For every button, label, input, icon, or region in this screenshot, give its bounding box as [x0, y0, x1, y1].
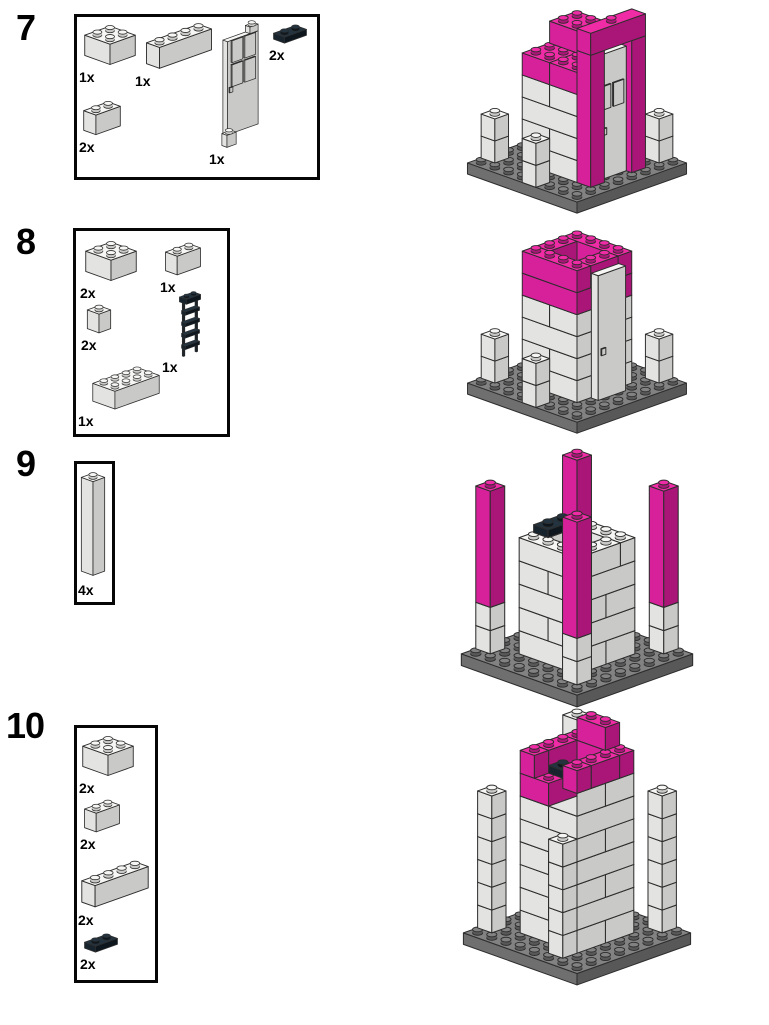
brick-1x2-icon — [83, 100, 121, 136]
part-brick-1x2: 2x — [79, 97, 125, 154]
part-brick-2x4: 1x — [78, 363, 174, 428]
part-quantity: 1x — [79, 69, 95, 85]
part-quantity: 1x — [78, 413, 94, 429]
step-8-parts-box: 2x 1x 2x 1x 1x — [73, 228, 230, 437]
part-quantity: 2x — [79, 139, 95, 155]
brick-2x2-icon — [82, 736, 134, 776]
column-1x1x5-icon — [80, 472, 106, 576]
step-9-model-render — [460, 448, 694, 708]
step-9-number: 9 — [16, 443, 36, 484]
part-brick-1x4: 1x — [135, 19, 223, 88]
part-brick-1x1: 2x — [81, 301, 117, 352]
step-10-number: 10 — [6, 705, 45, 746]
step-10-parts-box: 2x 2x 2x 2x — [74, 725, 158, 983]
part-quantity: 2x — [80, 956, 96, 972]
part-brick-2x2: 1x — [79, 21, 141, 84]
brick-1x2-icon — [84, 799, 120, 833]
part-quantity: 1x — [160, 279, 176, 295]
step-9-parts-box: 4x — [74, 461, 115, 605]
part-brick-1x1x5-column: 4x — [78, 466, 108, 597]
part-quantity: 2x — [81, 337, 97, 353]
brick-1x2-icon — [165, 242, 201, 276]
brick-1x1-icon — [86, 304, 112, 334]
step-7-number: 7 — [16, 7, 36, 48]
part-quantity: 1x — [209, 151, 225, 167]
brick-2x2-icon — [85, 241, 137, 281]
part-quantity: 2x — [80, 836, 96, 852]
part-plate-1x2-black: 2x — [269, 21, 311, 62]
part-quantity: 4x — [78, 582, 94, 598]
ladder-icon — [179, 291, 201, 357]
brick-2x2-icon — [84, 25, 136, 65]
part-brick-2x2: 2x — [79, 732, 137, 795]
part-brick-1x2: 1x — [160, 239, 206, 294]
step-10-model-render — [462, 708, 692, 986]
part-quantity: 1x — [162, 359, 178, 375]
part-plate-1x2-black: 2x — [80, 930, 122, 971]
brick-1x4-icon — [81, 860, 149, 908]
part-quantity: 2x — [80, 285, 96, 301]
step-8-model-render — [467, 230, 687, 434]
part-quantity: 1x — [135, 73, 151, 89]
black-plate-icon — [273, 24, 307, 44]
brick-1x4-icon — [146, 23, 212, 69]
door-icon — [221, 20, 259, 148]
part-quantity: 2x — [269, 47, 285, 63]
brick-2x4-icon — [92, 366, 160, 410]
part-quantity: 2x — [78, 912, 94, 928]
part-quantity: 2x — [79, 780, 95, 796]
part-door-1x4x6: 1x — [209, 17, 271, 166]
part-brick-2x2: 2x — [80, 237, 142, 300]
black-plate-icon — [84, 933, 118, 953]
step-8-number: 8 — [16, 221, 36, 262]
step-7-parts-box: 1x 1x 2x 1x 2x — [74, 14, 320, 180]
part-brick-1x2: 2x — [80, 796, 124, 851]
step-7-model-render — [466, 8, 688, 214]
part-ladder: 1x — [162, 289, 218, 374]
part-brick-1x4: 2x — [78, 856, 152, 927]
